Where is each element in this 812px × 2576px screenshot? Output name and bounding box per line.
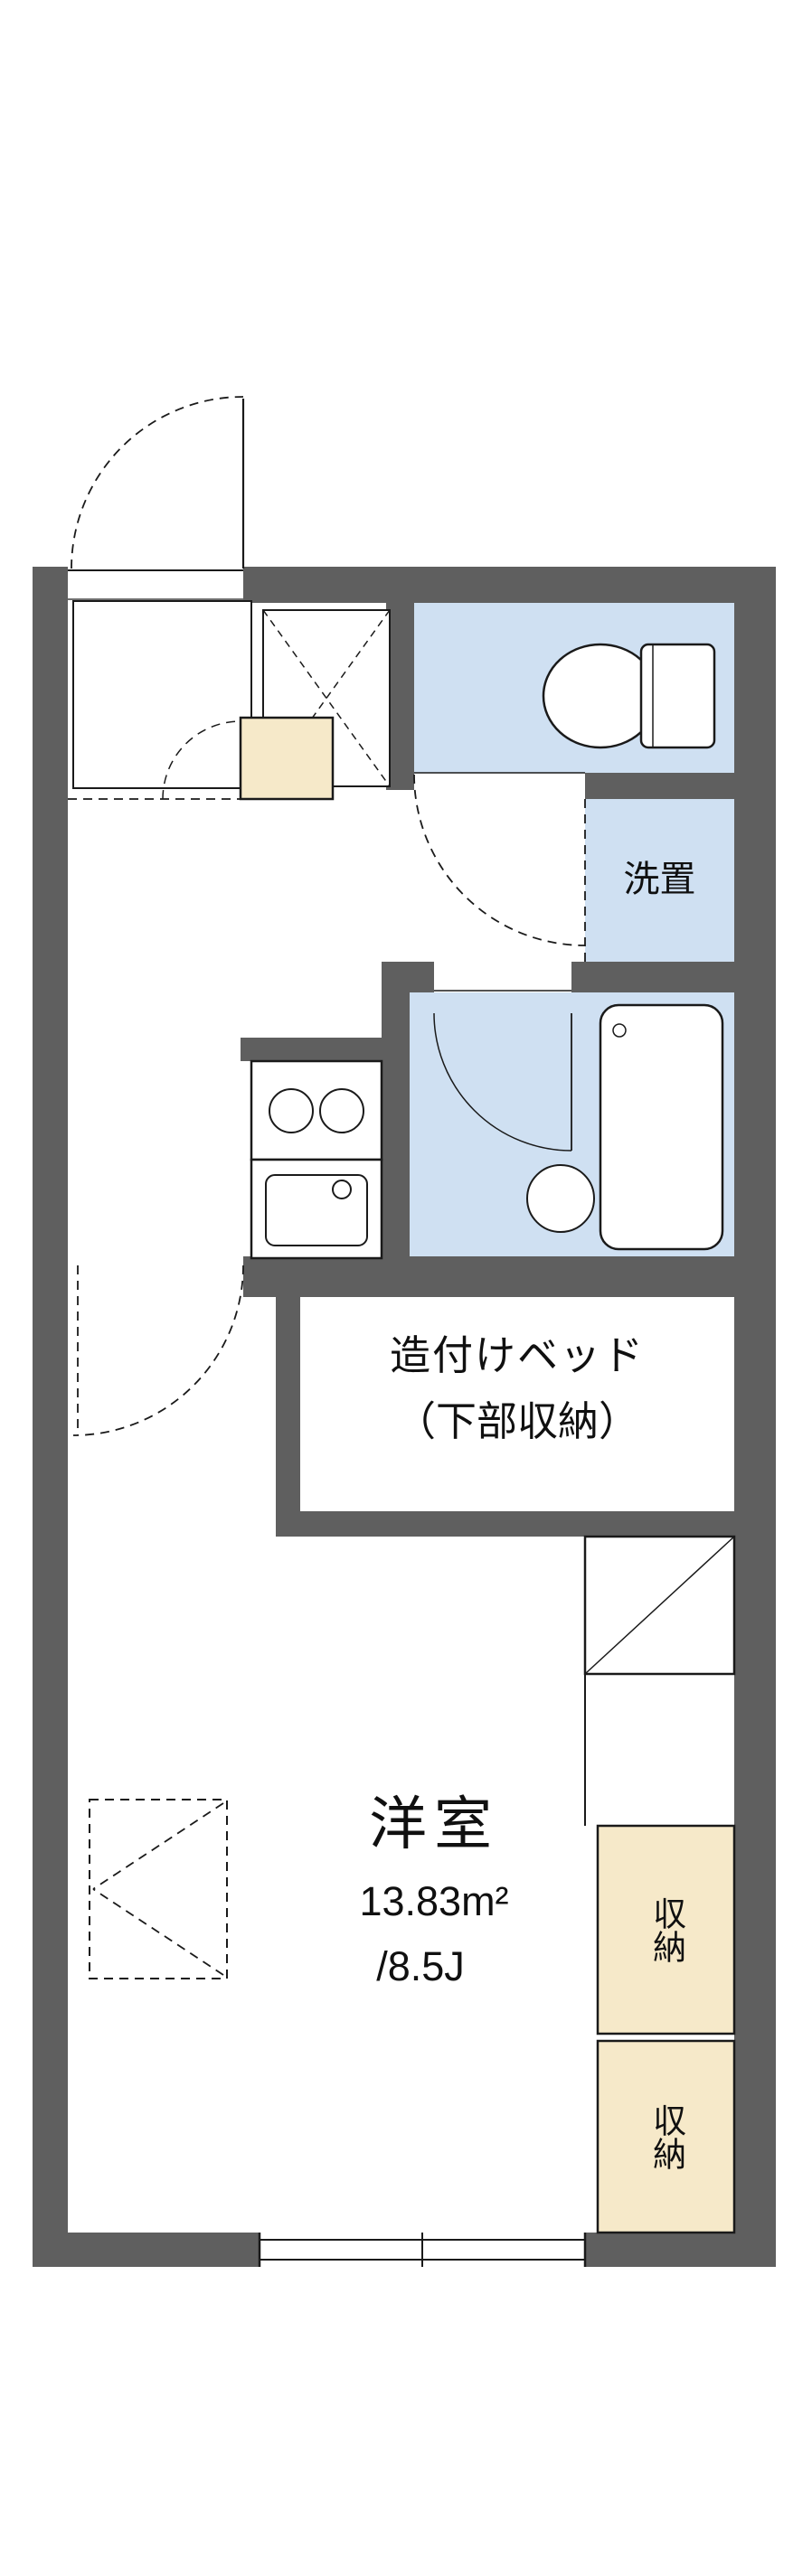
wall-left: [33, 567, 68, 2267]
entry-crossbox-diag1: [262, 609, 391, 787]
bed-label-line2: （下部収納）: [394, 1398, 639, 1444]
storage-upper-label: 収納: [647, 1896, 685, 1963]
under-toilet-wall: [585, 773, 734, 799]
fold-table-box: [89, 1799, 228, 1979]
bathtub-faucet: [612, 1023, 627, 1038]
fold-table-line-bottom: [92, 1888, 224, 1976]
kitchen-stub-wall: [241, 1038, 385, 1061]
storage-lower-label: 収納: [647, 2103, 685, 2170]
bath-left-wall: [382, 962, 410, 1256]
genkan-cabinet: [239, 716, 335, 801]
room-name-label: 洋室: [369, 1791, 499, 1857]
bath-top-wall-right: [571, 962, 734, 992]
storage-lower-box: [596, 2039, 736, 2234]
bed-label-line1: 造付けベッド: [389, 1332, 645, 1378]
stove-burner-right: [319, 1088, 364, 1133]
bath-door-arc: [433, 1012, 572, 1152]
toilet-door-arc: [413, 774, 586, 946]
fold-table-line-top: [92, 1802, 224, 1890]
wall-top: [243, 567, 776, 603]
toilet-tank: [639, 643, 716, 749]
bathtub: [599, 1003, 724, 1251]
genkan-cabinet-door-arc: [162, 720, 241, 800]
entrance-door-arc: [71, 396, 244, 569]
room-area-jo: /8.5J: [376, 1943, 465, 1989]
bed-left-wall: [276, 1256, 300, 1537]
bottom-window: [258, 2233, 587, 2267]
mid-wall-band: [243, 1256, 734, 1297]
laundry-label: 洗置: [623, 860, 696, 899]
room-door-arc: [72, 1264, 244, 1436]
wall-right: [734, 567, 776, 2267]
genkan-area: [72, 600, 252, 789]
bath-washbasin: [526, 1164, 595, 1233]
interior-walls: [241, 603, 734, 1537]
stove-burner-left: [269, 1088, 314, 1133]
counter-diagonal: [584, 1536, 735, 1675]
storage-upper-box: [596, 1824, 736, 2035]
sink-basin: [265, 1174, 368, 1246]
toilet-left-wall: [386, 603, 414, 790]
laundry-room: [585, 799, 734, 962]
room-area-m2: 13.83m²: [359, 1878, 509, 1924]
bed-bottom-wall: [276, 1511, 734, 1537]
sink-faucet: [332, 1180, 352, 1199]
